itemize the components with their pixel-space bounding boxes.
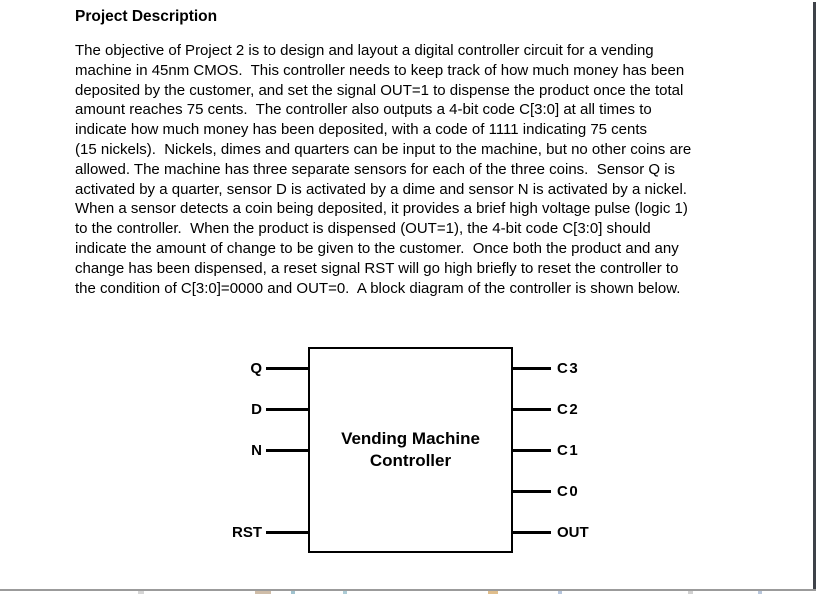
paragraph-line: activated by a quarter, sensor D is acti… — [75, 180, 687, 198]
paragraph-line: machine in 45nm CMOS. This controller ne… — [75, 61, 685, 79]
output-line-c2 — [513, 408, 551, 411]
controller-box-label-line2: Controller — [369, 451, 452, 470]
controller-box: Vending Machine Controller — [308, 347, 513, 553]
input-line-n — [266, 449, 308, 452]
cutoff-artifact — [558, 591, 562, 594]
paragraph-line: allowed. The machine has three separate … — [75, 160, 676, 178]
page-title: Project Description — [75, 8, 218, 25]
paragraph-line: to the controller. When the product is d… — [75, 220, 651, 238]
paragraph-line: The objective of Project 2 is to design … — [75, 42, 654, 59]
output-line-c1 — [513, 449, 551, 452]
input-line-rst — [266, 531, 308, 534]
cutoff-artifact — [138, 591, 144, 594]
input-label-rst: RST — [232, 524, 262, 541]
paragraph-line: (15 nickels). Nickels, dimes and quarter… — [75, 140, 692, 158]
controller-box-label: Vending Machine Controller — [341, 428, 480, 472]
page-bottom-divider — [0, 589, 816, 591]
cutoff-artifact — [488, 591, 498, 594]
project-description-paragraph: The objective of Project 2 is to design … — [75, 41, 691, 298]
controller-box-label-line1: Vending Machine — [341, 429, 480, 448]
paragraph-line: the condition of C[3:0]=0000 and OUT=0. … — [75, 279, 681, 297]
output-label-c2: C2 — [557, 401, 580, 418]
input-line-d — [266, 408, 308, 411]
output-label-c0: C0 — [557, 483, 580, 500]
output-line-c0 — [513, 490, 551, 493]
output-line-out — [513, 531, 551, 534]
input-line-q — [266, 367, 308, 370]
paragraph-line: deposited by the customer, and set the s… — [75, 81, 684, 99]
cutoff-artifact — [758, 591, 762, 594]
cutoff-artifact — [343, 591, 347, 594]
paragraph-line: indicate how much money has been deposit… — [75, 121, 648, 139]
input-label-q: Q — [250, 360, 262, 377]
input-label-n: N — [251, 442, 262, 459]
cutoff-artifact — [291, 591, 295, 594]
paragraph-line: change has been dispensed, a reset signa… — [75, 259, 679, 277]
paragraph-line: amount reaches 75 cents. The controller … — [75, 101, 652, 119]
input-label-d: D — [251, 401, 262, 418]
cutoff-artifact — [255, 591, 271, 594]
paragraph-line: indicate the amount of change to be give… — [75, 239, 679, 257]
cutoff-artifact — [688, 591, 693, 594]
output-label-c1: C1 — [557, 442, 580, 459]
output-label-c3: C3 — [557, 360, 580, 377]
page-right-border — [813, 2, 816, 590]
output-label-out: OUT — [557, 524, 589, 541]
output-line-c3 — [513, 367, 551, 370]
paragraph-line: When a sensor detects a coin being depos… — [75, 200, 688, 218]
